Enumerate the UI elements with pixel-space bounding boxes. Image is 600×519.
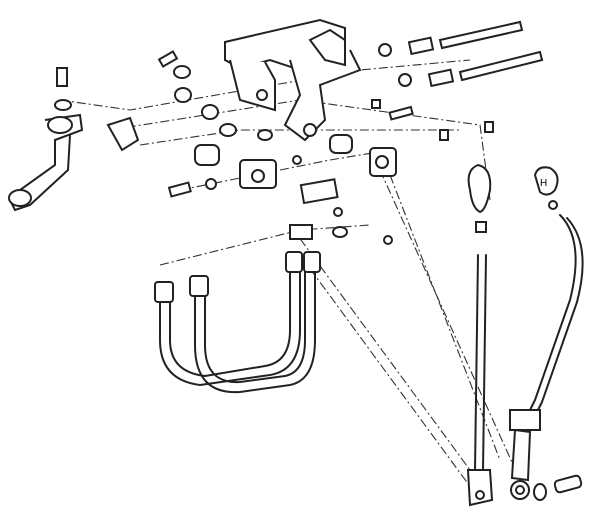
hardware-small-parts: [106, 50, 494, 245]
shift-lever-curved: H: [509, 166, 584, 501]
mounting-bracket: [224, 18, 362, 142]
shift-cables: [154, 251, 321, 394]
shift-lever-straight: [466, 163, 494, 507]
selector-rods: [378, 20, 544, 88]
pitman-arm: [8, 67, 84, 212]
shift-pattern-glyph: H: [540, 178, 547, 189]
